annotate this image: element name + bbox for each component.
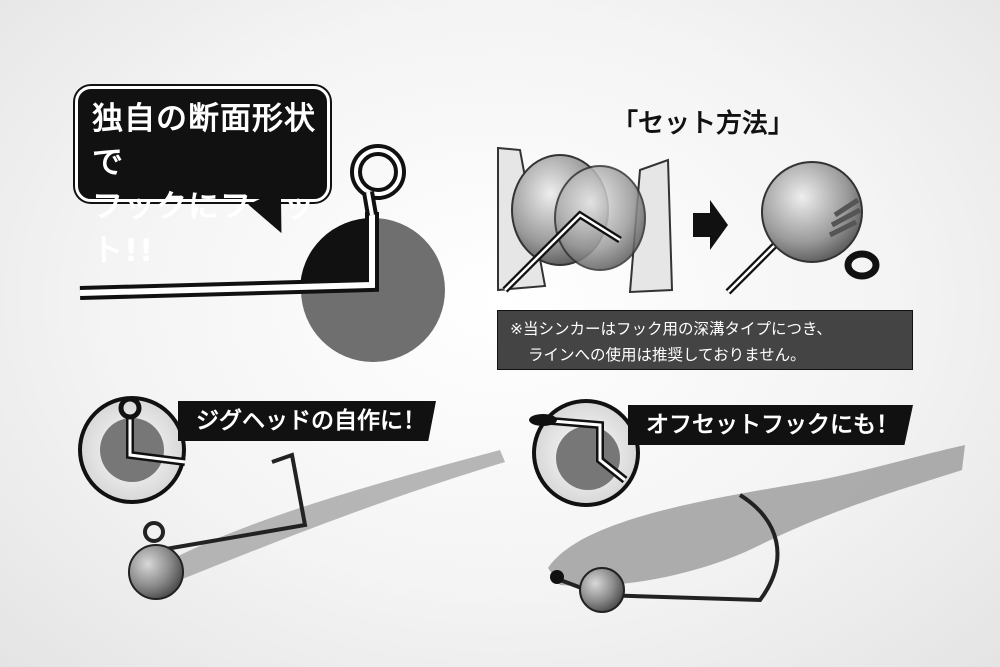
usage-note: ※当シンカーはフック用の深溝タイプにつき、 ラインへの使用は推奨しておりません。 (497, 310, 913, 370)
callout-bubble: 独自の断面形状で フックにフィット!! (75, 86, 330, 269)
set-method-title: 「セット方法」 (612, 109, 795, 139)
callout-line-2: フックにフィット!! (92, 189, 316, 269)
set-step-1-illustration (497, 146, 674, 294)
note-line-2: ラインへの使用は推奨しておりません。 (528, 346, 806, 364)
jighead-banner: ジグヘッドの自作に！ (178, 401, 436, 441)
jighead-worm-illustration (128, 450, 505, 600)
cross-section-diagram (79, 144, 445, 362)
jighead-detail-circle (78, 396, 186, 504)
offset-worm-illustration (548, 445, 965, 613)
offset-hook-banner: オフセットフックにも！ (628, 405, 913, 445)
callout-line-1: 独自の断面形状で (92, 101, 316, 181)
arrow-right-icon (693, 200, 728, 250)
offset-hook-detail-circle (529, 399, 640, 507)
set-step-2-illustration (725, 161, 880, 295)
note-line-1: ※当シンカーはフック用の深溝タイプにつき、 (510, 320, 832, 338)
